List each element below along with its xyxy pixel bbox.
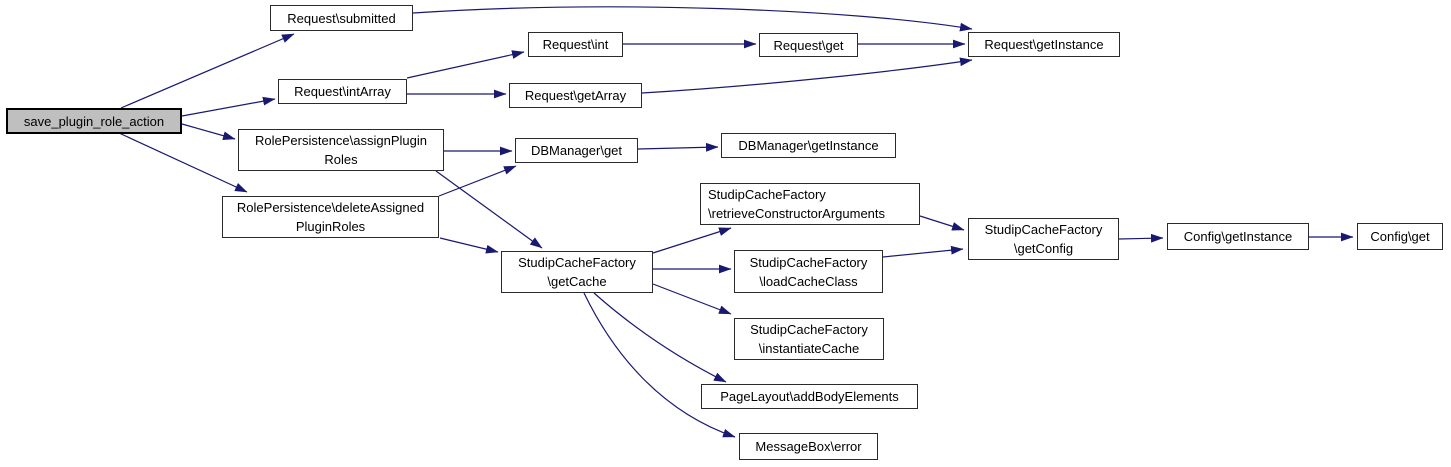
edge-save-to-intarray <box>181 96 276 117</box>
node-label: Request\intArray <box>294 84 391 99</box>
node-dbmanager-getinstance[interactable]: DBManager\getInstance <box>721 133 896 158</box>
node-label: \loadCacheClass <box>759 273 858 289</box>
node-label: DBManager\getInstance <box>738 138 879 153</box>
edge-delete-to-getcache <box>439 237 499 254</box>
edge-loadcacheclass-to-getconfig <box>882 245 964 258</box>
node-label: \instantiateCache <box>758 341 860 356</box>
node-studipcachefactory-retrieveconstructorarguments[interactable]: StudipCacheFactory \retrieveConstructorA… <box>700 183 920 225</box>
node-label: DBManager\get <box>530 143 623 158</box>
edge-intarray-to-int <box>406 50 525 79</box>
node-label: \getConfig <box>1013 241 1074 256</box>
node-request-submitted[interactable]: Request\submitted <box>270 5 413 31</box>
edge-getarray-to-getinstance <box>641 57 973 94</box>
node-label: Request\int <box>542 37 609 52</box>
edge-retrieve-to-getconfig <box>919 215 965 231</box>
edge-getcache-to-pagelayout <box>593 292 727 383</box>
node-label: StudipCacheFactory <box>750 322 868 337</box>
node-label: Request\submitted <box>287 10 396 26</box>
edge-dbget-to-dbgetinstance <box>637 142 719 152</box>
node-rolepersistence-assignpluginroles[interactable]: RolePersistence\assignPlugin Roles <box>238 129 444 171</box>
node-studipcachefactory-instantiatecache[interactable]: StudipCacheFactory \instantiateCache <box>734 318 884 360</box>
edge-delete-to-dbget <box>438 165 517 197</box>
node-label: PageLayout\addBodyElements <box>720 389 899 404</box>
edge-getcache-to-instantiatecache <box>652 283 732 315</box>
node-label: StudipCacheFactory <box>518 255 636 270</box>
node-label: \retrieveConstructorArguments <box>708 206 886 221</box>
node-label: PluginRoles <box>295 219 366 234</box>
edge-save-to-assign <box>181 123 236 140</box>
node-label: StudipCacheFactory <box>708 187 826 202</box>
node-label: save_plugin_role_action <box>23 113 165 129</box>
node-studipcachefactory-getconfig[interactable]: StudipCacheFactory \getConfig <box>968 218 1119 260</box>
node-request-getinstance[interactable]: Request\getInstance <box>968 32 1120 57</box>
edge-submitted-to-getinstance <box>412 6 973 32</box>
edge-save-to-submitted <box>120 33 295 109</box>
node-request-int[interactable]: Request\int <box>528 32 623 57</box>
node-studipcachefactory-loadcacheclass[interactable]: StudipCacheFactory \loadCacheClass <box>734 250 883 293</box>
node-label: Request\getInstance <box>984 37 1104 52</box>
node-label: Config\getInstance <box>1183 229 1293 244</box>
node-label: StudipCacheFactory <box>984 222 1103 237</box>
node-request-intarray[interactable]: Request\intArray <box>278 79 407 104</box>
node-studipcachefactory-getcache[interactable]: StudipCacheFactory \getCache <box>501 251 653 293</box>
node-label: Roles <box>324 152 358 167</box>
node-config-get[interactable]: Config\get <box>1357 223 1443 250</box>
node-label: StudipCacheFactory <box>749 254 868 270</box>
node-rolepersistence-deleteassignedpluginroles[interactable]: RolePersistence\deleteAssigned PluginRol… <box>222 196 439 238</box>
node-dbmanager-get[interactable]: DBManager\get <box>515 138 638 163</box>
node-label: Request\getArray <box>524 88 627 103</box>
edge-getconfig-to-configgetinstance <box>1118 233 1164 243</box>
node-request-getarray[interactable]: Request\getArray <box>509 83 642 108</box>
node-request-get[interactable]: Request\get <box>759 33 858 57</box>
node-save-plugin-role-action[interactable]: save_plugin_role_action <box>6 108 182 134</box>
node-label: Request\get <box>773 37 844 53</box>
node-label: MessageBox\error <box>755 439 862 454</box>
node-label: RolePersistence\assignPlugin <box>255 133 427 148</box>
node-label: RolePersistence\deleteAssigned <box>236 200 425 215</box>
edge-assign-to-getcache <box>435 170 543 249</box>
node-label: \getCache <box>547 274 607 289</box>
edge-getcache-to-messagebox <box>583 292 736 438</box>
edge-save-to-delete <box>118 132 248 193</box>
edge-getcache-to-retrieve <box>652 227 732 254</box>
node-pagelayout-addbodyelements[interactable]: PageLayout\addBodyElements <box>701 384 918 409</box>
node-config-getinstance[interactable]: Config\getInstance <box>1167 223 1309 250</box>
node-messagebox-error[interactable]: MessageBox\error <box>739 433 878 460</box>
node-label: Config\get <box>1370 229 1430 244</box>
